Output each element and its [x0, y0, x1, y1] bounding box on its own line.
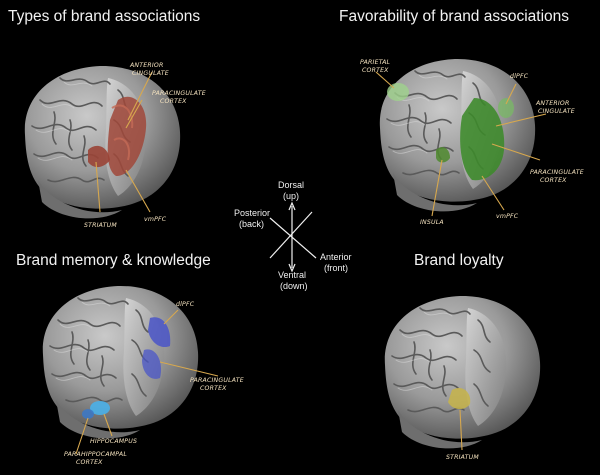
label-striatum: STRIATUM: [84, 222, 117, 229]
label-cortex-right: CORTEX: [540, 177, 567, 184]
panel-title-types: Types of brand associations: [8, 8, 201, 25]
label-paracingulate: PARACINGULATE: [152, 90, 206, 97]
label-vmpfc: vmPFC: [144, 216, 167, 223]
brain-memory: [42, 285, 199, 440]
region-loyalty: [448, 387, 471, 410]
label-cortex: CORTEX: [160, 98, 187, 105]
panel-title-loyalty: Brand loyalty: [414, 252, 504, 269]
label-anterior: ANTERIOR: [129, 62, 163, 69]
region-associations: [88, 96, 147, 176]
labels-types: ANTERIOR CINGULATE PARACINGULATE CORTEX …: [84, 62, 206, 229]
label-dlpfc-memory: dlPFC: [176, 301, 195, 308]
panel-title-memory: Brand memory & knowledge: [16, 252, 211, 269]
label-anterior-sub: (front): [324, 263, 348, 273]
label-vmpfc-right: vmPFC: [496, 213, 519, 220]
label-hippocampus: HIPPOCAMPUS: [90, 438, 137, 445]
label-parahippocampal: PARAHIPPOCAMPAL: [64, 451, 127, 458]
label-anterior-right: ANTERIOR: [535, 100, 569, 107]
label-cingulate: CINGULATE: [132, 70, 169, 77]
labels-loyalty: STRIATUM: [446, 409, 479, 461]
label-paracingulate-right: PARACINGULATE: [530, 169, 584, 176]
brain-favorability: [379, 58, 536, 213]
label-posterior-sub: (back): [239, 219, 264, 229]
label-cortex-parahippo: CORTEX: [76, 459, 103, 466]
label-ventral: Ventral: [278, 270, 306, 280]
region-memory: [82, 317, 171, 419]
label-posterior: Posterior: [234, 208, 270, 218]
labels-favorability: PARIETAL CORTEX dlPFC ANTERIOR CINGULATE…: [360, 59, 584, 226]
panel-title-favorability: Favorability of brand associations: [339, 8, 570, 25]
label-paracingulate-memory: PARACINGULATE: [190, 377, 244, 384]
label-parietal: PARIETAL: [360, 59, 391, 66]
brain-loyalty: [384, 295, 541, 450]
label-cortex-memory: CORTEX: [200, 385, 227, 392]
brain-types: [24, 65, 181, 220]
orientation-key: Dorsal (up) Posterior (back) Anterior (f…: [234, 180, 352, 291]
label-anterior-axis: Anterior: [320, 252, 352, 262]
label-dlpfc-right: dlPFC: [510, 73, 529, 80]
label-cingulate-right: CINGULATE: [538, 108, 575, 115]
label-parietal-cortex: CORTEX: [362, 67, 389, 74]
label-dorsal-sub: (up): [283, 191, 299, 201]
label-ventral-sub: (down): [280, 281, 308, 291]
label-dorsal: Dorsal: [278, 180, 304, 190]
label-striatum-loyalty: STRIATUM: [446, 454, 479, 461]
label-insula: INSULA: [420, 219, 444, 226]
region-favorability: [387, 83, 514, 181]
labels-memory: dlPFC PARACINGULATE CORTEX HIPPOCAMPUS P…: [64, 301, 244, 466]
